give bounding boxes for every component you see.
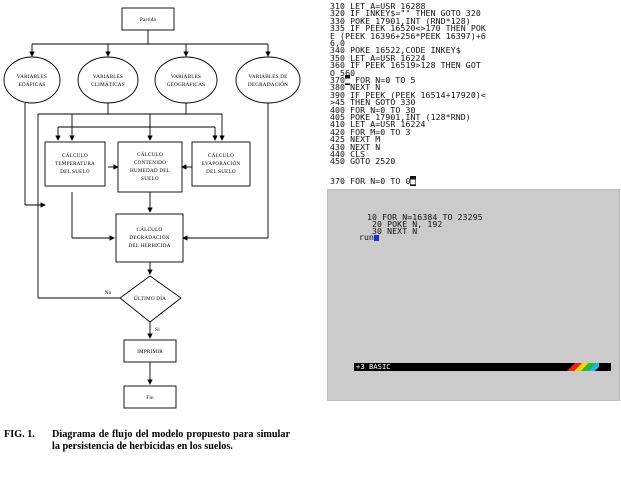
listing-line: 450 GOTO 2520 (330, 156, 396, 167)
listing-line: E (PEEK 16396+256*PEEK 16397)+6 (330, 30, 486, 41)
listing-line: 420 FOR M=0 TO 3 (330, 126, 411, 137)
calc-degradacion (115, 213, 184, 263)
no-label: No (105, 290, 112, 296)
screen-prompt-line[interactable]: run (359, 232, 380, 242)
si-label: Si (155, 327, 160, 333)
listing-line: 340 POKE 16522,CODE INKEY$ (330, 45, 461, 56)
stripe-0 (567, 363, 582, 371)
listing-line: 400 FOR N=0 TO 30 (330, 104, 416, 115)
stripe-1 (574, 363, 589, 371)
var-geograficas (154, 56, 218, 104)
var-degradacion-l2: DEGRADACIÓN (248, 80, 288, 88)
screen-program-line: 20 POKE N, 192 (367, 218, 443, 229)
screen-prompt: run (359, 232, 375, 242)
caption-fig-number: FIG. 1. (4, 429, 35, 440)
print-box (123, 339, 177, 363)
listing-line: 350 LET A=USR 16224 (330, 52, 426, 63)
listing-line: 370■ FOR N=0 TO 5 (330, 75, 416, 85)
figure-caption: FIG. 1. Diagrama de flujo del modelo prop… (4, 429, 296, 453)
status-bar: +3 BASIC (354, 363, 611, 371)
rainbow-stripes-icon (567, 363, 599, 371)
listing-line: 405 POKE 17901,INT (128*RND) (330, 112, 471, 122)
listing-line: 310 LET A=USR 16288 (330, 1, 426, 11)
text-cursor-icon (374, 235, 380, 241)
caption-text: Diagrama de flujo del modelo propuesto p… (52, 429, 290, 453)
listing-line: 335 IF PEEK 16520<>170 THEN POK (330, 23, 486, 34)
var-climaticas (77, 56, 139, 104)
listing-line: 320 IF INKEY$="" THEN GOTO 320 (330, 8, 481, 19)
screen-program-line: 30 NEXT N (367, 225, 418, 236)
edit-cursor-icon: ■ (410, 175, 416, 186)
stripe-3 (588, 363, 599, 371)
listing-line: 440 CLS (330, 149, 366, 159)
status-bar-label: +3 BASIC (356, 362, 391, 371)
var-edaficas (3, 56, 61, 104)
listing-line: 360 IF PEEK 16519>128 THEN GOT (330, 60, 481, 71)
var-geograficas-l1: VARIABLES (171, 74, 201, 80)
stripe-2 (581, 363, 596, 371)
var-edaficas-l2: EDÁFICAS (19, 80, 46, 88)
var-degradacion-l1: VARIABLES DE (248, 74, 287, 80)
spectrum-screen: 10 FOR N=16384 TO 23295 20 POKE N, 192 3… (327, 189, 620, 401)
calc-humedad (117, 141, 183, 193)
screen-program-line: 10 FOR N=16384 TO 23295 (367, 212, 483, 222)
calc-temperatura (44, 141, 106, 187)
edit-cursor-icon: ■ (345, 75, 351, 85)
listing-line: 330 POKE 17901,INT (RND*128) (330, 15, 471, 26)
end-label: Fin (146, 395, 154, 401)
end-box (123, 385, 177, 409)
listing-line: 390 IF PEEK (PEEK 16514+17920)< (330, 89, 486, 100)
listing-line: >45 THEN GOTO 330 (330, 97, 416, 108)
listing-line: 410 LET A=USR 16224 (330, 119, 426, 130)
decision-diamond (119, 275, 182, 323)
start-label: Partida (140, 17, 157, 23)
listing-line: 6,0 (330, 38, 346, 48)
listing-line: O 560 (330, 67, 356, 78)
start-box (121, 7, 175, 31)
var-climaticas-l1: VARIABLES (93, 74, 123, 80)
listing-line: 380 NEXT N (330, 82, 381, 93)
var-edaficas-l1: VARIABLES (17, 74, 47, 80)
var-climaticas-l2: CLIMÁTICAS (91, 80, 125, 88)
print-label: IMPRIMIR (137, 349, 163, 355)
listing-line: 430 NEXT N (330, 141, 381, 152)
decision-label: ÚLTIMO DÍA (134, 294, 166, 302)
listing-line: 370 FOR N=0 TO 0■ (330, 175, 416, 186)
listing-line: 425 NEXT M (330, 134, 381, 145)
var-geograficas-l2: GEOGRÁFICAS (167, 80, 206, 88)
calc-evaporacion (191, 141, 251, 187)
var-degradacion (235, 56, 301, 104)
